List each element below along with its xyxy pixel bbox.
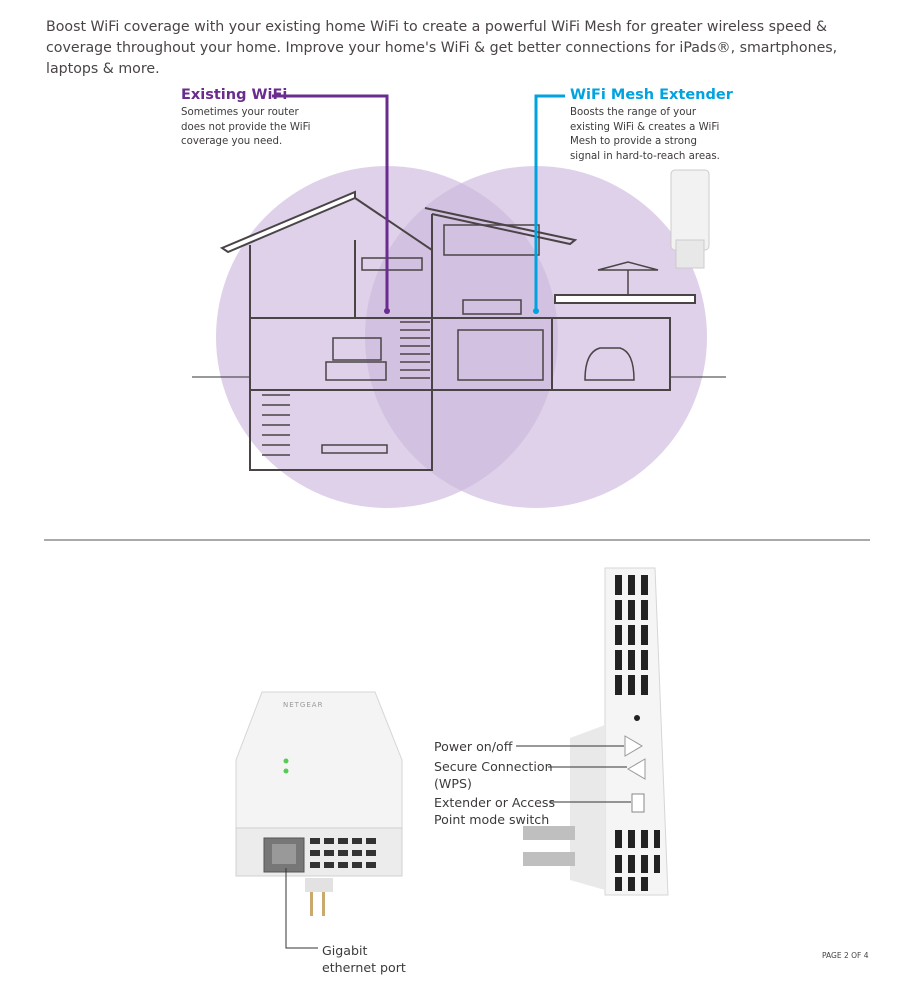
- power-label: Power on/off: [434, 739, 513, 754]
- extender-title: WiFi Mesh Extender: [570, 87, 733, 103]
- ethernet-label: Gigabit ethernet port: [322, 943, 406, 975]
- house-drawing: [219, 190, 696, 471]
- extender-front-view: [235, 691, 403, 949]
- intro-text: Boost WiFi coverage with your existing h…: [46, 19, 838, 77]
- wps-label: Secure Connection (WPS): [434, 759, 553, 791]
- page-number: PAGE 2 OF 4: [822, 951, 869, 960]
- extender-coverage: [365, 166, 707, 508]
- existing-wifi-desc: Sometimes your router does not provide t…: [181, 107, 311, 147]
- existing-wifi-title: Existing WiFi: [181, 87, 288, 103]
- brand-logo: NETGEAR: [283, 701, 324, 709]
- mode-switch-label: Extender or Access Point mode switch: [434, 795, 555, 827]
- extender-thumbnail: [670, 169, 710, 269]
- extender-side-view: [516, 567, 669, 896]
- extender-desc: Boosts the range of your existing WiFi &…: [570, 107, 720, 162]
